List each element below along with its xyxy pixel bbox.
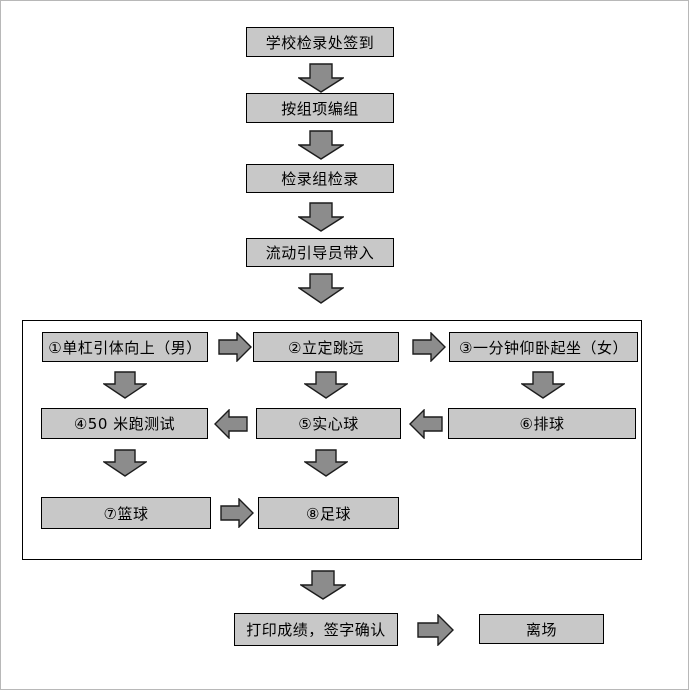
down-arrow-icon [298,63,344,93]
node-station4: ④50 米跑测试 [41,408,208,439]
node-grouping: 按组项编组 [246,93,394,123]
right-arrow-icon [220,498,254,528]
down-arrow-icon [298,130,344,160]
down-arrow-icon [304,449,348,477]
node-station6: ⑥排球 [448,408,636,439]
down-arrow-icon [300,570,346,600]
node-station2: ②立定跳远 [253,332,399,362]
node-print-confirm: 打印成绩，签字确认 [234,613,398,646]
down-arrow-icon [304,371,348,399]
down-arrow-icon [103,371,147,399]
left-arrow-icon [214,409,248,439]
down-arrow-icon [298,202,344,232]
node-station5: ⑤实心球 [256,408,401,439]
node-station8: ⑧足球 [258,497,399,529]
down-arrow-icon [298,273,344,304]
node-station1: ①单杠引体向上（男） [42,332,208,362]
node-station3: ③一分钟仰卧起坐（女） [449,332,638,362]
node-school-signin: 学校检录处签到 [246,27,394,57]
right-arrow-icon [412,332,446,362]
node-guide: 流动引导员带入 [246,238,394,267]
node-station7: ⑦篮球 [41,497,211,529]
down-arrow-icon [103,449,147,477]
node-leave: 离场 [479,614,604,644]
node-rollcall: 检录组检录 [246,164,394,193]
down-arrow-icon [521,371,565,399]
right-arrow-icon [218,332,252,362]
right-arrow-icon [417,614,454,646]
stations-container [22,320,642,560]
left-arrow-icon [409,409,443,439]
